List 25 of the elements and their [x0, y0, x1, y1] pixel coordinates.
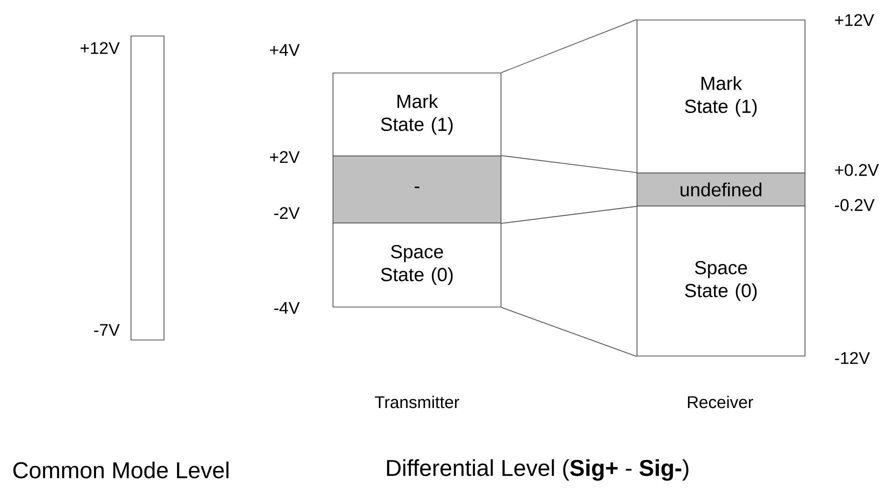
- voltage-label: -0.2V: [834, 199, 875, 211]
- voltage-label: +12V: [80, 42, 120, 54]
- projection-line: [501, 306, 637, 357]
- column-label: Transmitter: [374, 396, 460, 408]
- level-band: undefined: [636, 172, 806, 206]
- projection-line: [501, 19, 637, 73]
- voltage-label: -4V: [274, 302, 300, 314]
- projection-line: [501, 155, 637, 173]
- column-label: Receiver: [688, 396, 754, 408]
- voltage-label: -12V: [834, 352, 870, 364]
- voltage-label: +4V: [270, 44, 300, 56]
- state-box: Mark State (1): [332, 72, 502, 156]
- voltage-label: -2V: [274, 207, 300, 219]
- voltage-label: +0.2V: [835, 164, 879, 176]
- voltage-label: -7V: [94, 324, 120, 336]
- level-band: -: [332, 156, 502, 224]
- projection-line: [501, 206, 637, 224]
- state-box: Space State (0): [636, 206, 806, 356]
- range-bar: [130, 36, 164, 340]
- voltage-label: +2V: [270, 151, 300, 163]
- state-box: Space State (0): [332, 222, 502, 308]
- axis-caption: Common Mode Level: [13, 462, 228, 478]
- voltage-label: +12V: [835, 14, 874, 26]
- axis-caption: Differential Level (Sig+ - Sig-): [387, 459, 688, 481]
- state-box: Mark State (1): [636, 20, 806, 174]
